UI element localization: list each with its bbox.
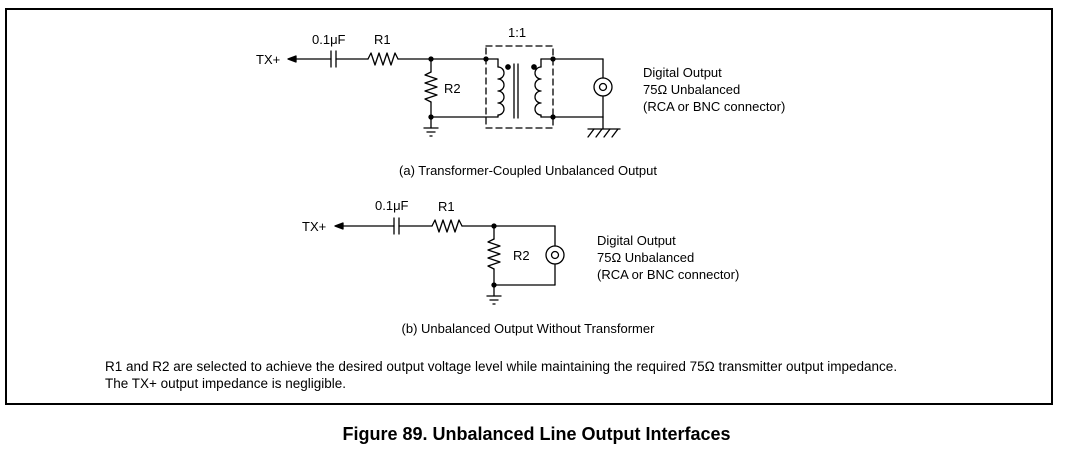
connector-b <box>545 245 565 265</box>
ground-symbol-b <box>486 284 502 305</box>
note-line-2: The TX+ output impedance is negligible. <box>105 376 347 391</box>
circuit-b <box>334 217 565 305</box>
tx-arrow-a <box>287 55 297 63</box>
r2-label-b: R2 <box>513 248 530 263</box>
figure-frame <box>5 8 1053 405</box>
chassis-ground-a <box>587 128 621 138</box>
tx-label-b: TX+ <box>302 219 326 234</box>
output-label-b-line2: 75Ω Unbalanced <box>597 250 694 265</box>
transformer-ratio-label: 1:1 <box>508 25 526 40</box>
circuit-a <box>287 45 621 138</box>
resistor-r1-a <box>367 52 399 66</box>
ground-symbol-a <box>423 116 439 137</box>
transformer-box <box>485 45 554 129</box>
resistor-r2-b <box>487 238 501 270</box>
capacitor-a <box>330 50 337 68</box>
r1-label-a: R1 <box>374 32 391 47</box>
caption-a: (a) Transformer-Coupled Unbalanced Outpu… <box>399 163 657 178</box>
tx-arrow-b <box>334 222 344 230</box>
capacitor-label-a: 0.1μF <box>312 32 346 47</box>
capacitor-b <box>393 217 400 235</box>
caption-b: (b) Unbalanced Output Without Transforme… <box>402 321 656 336</box>
r2-label-a: R2 <box>444 81 461 96</box>
secondary-coil <box>534 66 542 116</box>
output-label-b-line3: (RCA or BNC connector) <box>597 267 739 282</box>
output-label-a-line3: (RCA or BNC connector) <box>643 99 785 114</box>
note-line-1: R1 and R2 are selected to achieve the de… <box>105 359 898 374</box>
figure-caption: Figure 89. Unbalanced Line Output Interf… <box>342 424 731 444</box>
output-label-a-line2: 75Ω Unbalanced <box>643 82 740 97</box>
output-label-b-line1: Digital Output <box>597 233 676 248</box>
resistor-r1-b <box>431 219 463 233</box>
connector-a <box>593 77 613 97</box>
capacitor-label-b: 0.1μF <box>375 198 409 213</box>
output-label-a-line1: Digital Output <box>643 65 722 80</box>
r1-label-b: R1 <box>438 199 455 214</box>
tx-label-a: TX+ <box>256 52 280 67</box>
primary-coil <box>497 66 505 116</box>
resistor-r2-a <box>424 71 438 103</box>
